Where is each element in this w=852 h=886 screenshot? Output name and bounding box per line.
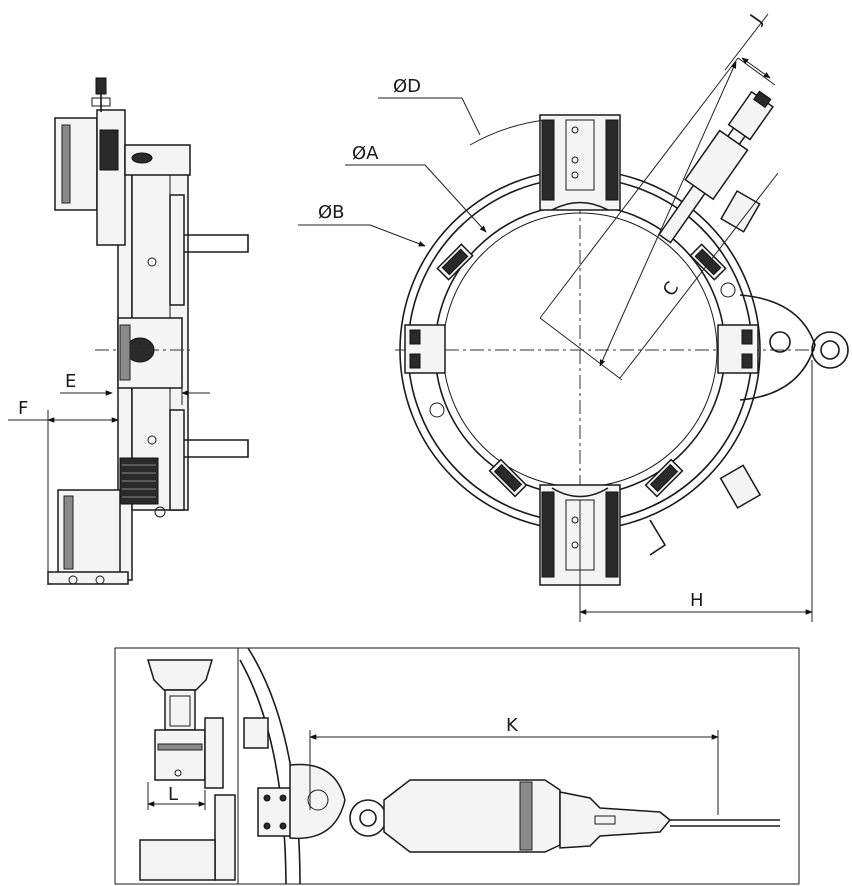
label-l: L (168, 784, 178, 805)
dimension-dia-d: ØD (378, 76, 546, 146)
label-c: C (659, 278, 683, 300)
dimension-h: H (579, 360, 813, 622)
label-e: E (65, 371, 76, 392)
dimension-dia-b: ØB (298, 202, 426, 247)
side-view (47, 77, 249, 585)
dimension-j: J (724, 11, 771, 79)
dimension-e: E (60, 371, 210, 405)
label-dia-d: ØD (393, 76, 421, 97)
label-h: H (690, 590, 704, 611)
label-dia-a: ØA (352, 143, 379, 164)
bottom-detail: L K (114, 647, 800, 885)
label-f: F (18, 398, 28, 419)
label-dia-b: ØB (318, 202, 345, 223)
dimension-dia-a: ØA (345, 143, 487, 233)
front-view (395, 90, 849, 590)
label-k: K (506, 715, 519, 736)
dimension-f: F (8, 398, 119, 585)
